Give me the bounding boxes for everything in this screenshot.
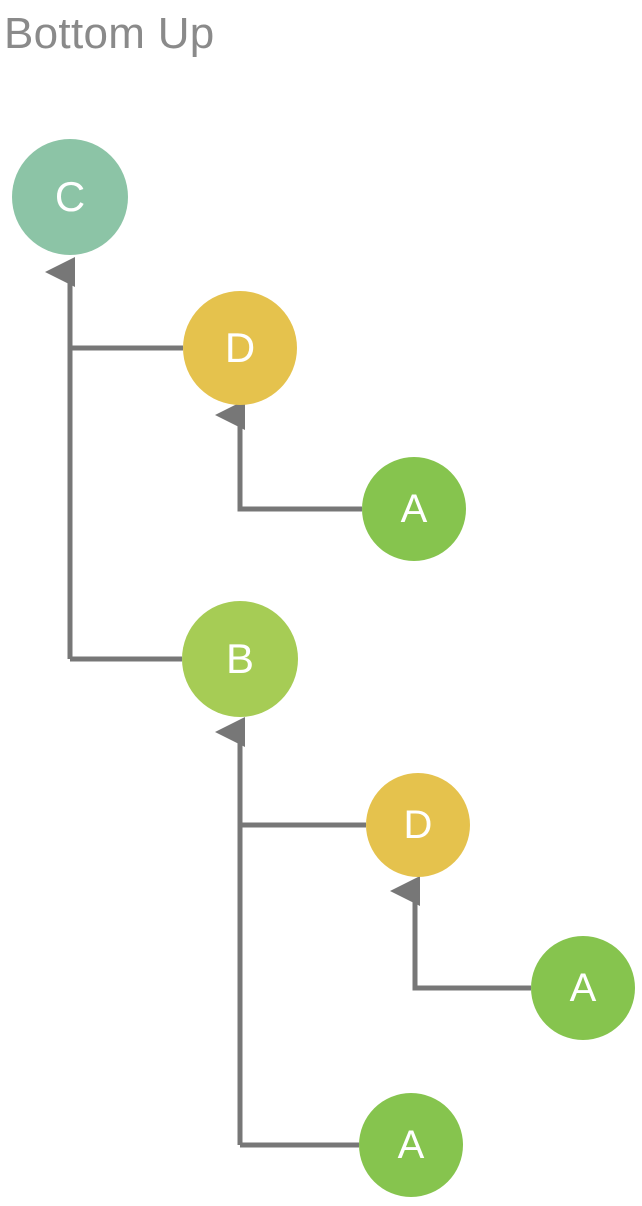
- page-title: Bottom Up: [4, 9, 215, 58]
- node-label: A: [569, 966, 597, 1010]
- node-label: A: [397, 1123, 425, 1167]
- node-a-3[interactable]: A: [359, 1093, 463, 1197]
- node-d-2[interactable]: D: [366, 773, 470, 877]
- node-a-2[interactable]: A: [531, 936, 635, 1040]
- node-label: D: [403, 803, 433, 847]
- node-label: C: [54, 173, 86, 220]
- node-b-1[interactable]: B: [182, 601, 298, 717]
- node-c-1[interactable]: C: [12, 139, 128, 255]
- edge-a1-to-d1: [215, 400, 362, 512]
- node-label: B: [225, 635, 254, 682]
- node-d-1[interactable]: D: [183, 291, 297, 405]
- node-a-1[interactable]: A: [362, 457, 466, 561]
- node-label: D: [224, 324, 256, 371]
- node-label: A: [400, 487, 428, 531]
- edge-a2-to-d2: [390, 876, 531, 991]
